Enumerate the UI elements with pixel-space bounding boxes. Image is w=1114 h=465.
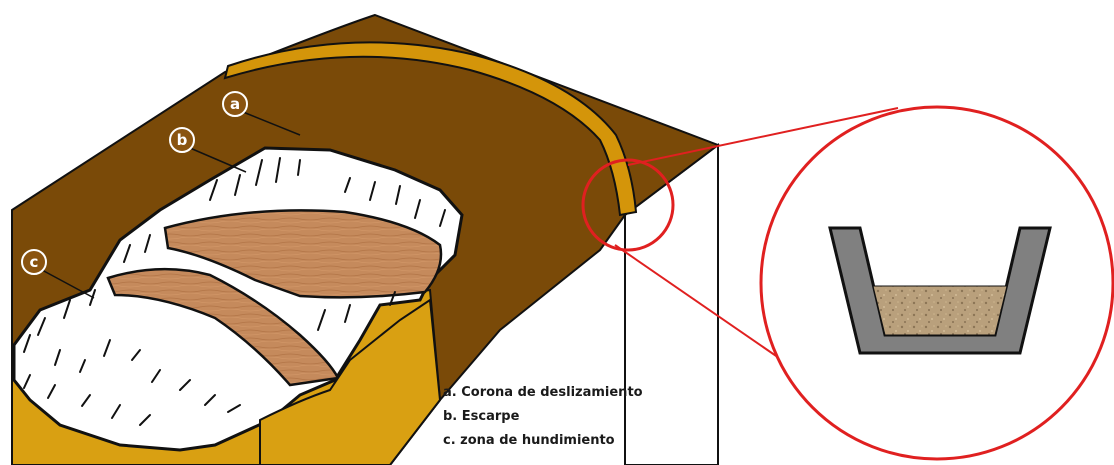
legend-item-b: b. Escarpe [443, 409, 520, 424]
magnifier-circle-icon [761, 107, 1113, 459]
marker-c-label: c [30, 253, 39, 271]
marker-a-label: a [230, 95, 240, 113]
channel-soil-fill [873, 286, 1007, 335]
legend-item-c: c. zona de hundimiento [443, 433, 615, 448]
marker-b-label: b [177, 131, 188, 149]
legend: a. Corona de deslizamiento b. Escarpe c.… [443, 385, 643, 448]
legend-item-a: a. Corona de deslizamiento [443, 385, 643, 400]
